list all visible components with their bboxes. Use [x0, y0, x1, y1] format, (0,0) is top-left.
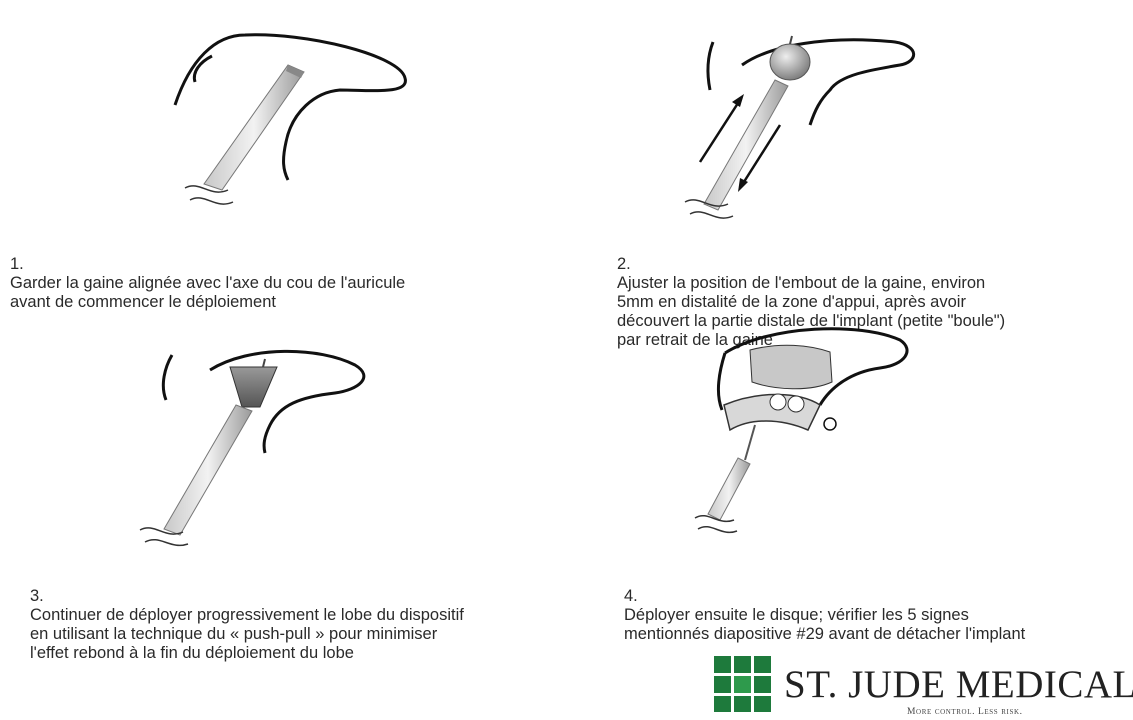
step4-illustration — [694, 327, 909, 534]
step1-illustration — [173, 33, 407, 205]
step-text: Continuer de déployer progressivement le… — [30, 606, 464, 662]
step-1: 1. Garder la gaine alignée avec l'axe du… — [10, 236, 570, 312]
step-number: 2. — [617, 255, 631, 273]
step3-illustration — [139, 349, 366, 547]
step-4: 4. Déployer ensuite le disque; vérifier … — [624, 568, 1129, 644]
logo-tagline: More control. Less risk. — [907, 707, 1023, 717]
step-number: 3. — [30, 587, 44, 605]
step-text: Ajuster la position de l'embout de la ga… — [617, 274, 1006, 349]
step-3: 3. Continuer de déployer progressivement… — [30, 568, 590, 663]
step-text: Garder la gaine alignée avec l'axe du co… — [10, 274, 406, 311]
logo-grid-icon — [714, 656, 771, 712]
st-jude-medical-logo: ST. JUDE MEDICAL™ More control. Less ris… — [714, 656, 1133, 720]
step2-illustration — [684, 35, 916, 219]
step-text: Déployer ensuite le disque; vérifier les… — [624, 606, 1026, 643]
step-number: 1. — [10, 255, 24, 273]
logo-brand-text: ST. JUDE MEDICAL™ — [784, 663, 1133, 706]
step-number: 4. — [624, 587, 638, 605]
step-2: 2. Ajuster la position de l'embout de la… — [617, 236, 1127, 350]
